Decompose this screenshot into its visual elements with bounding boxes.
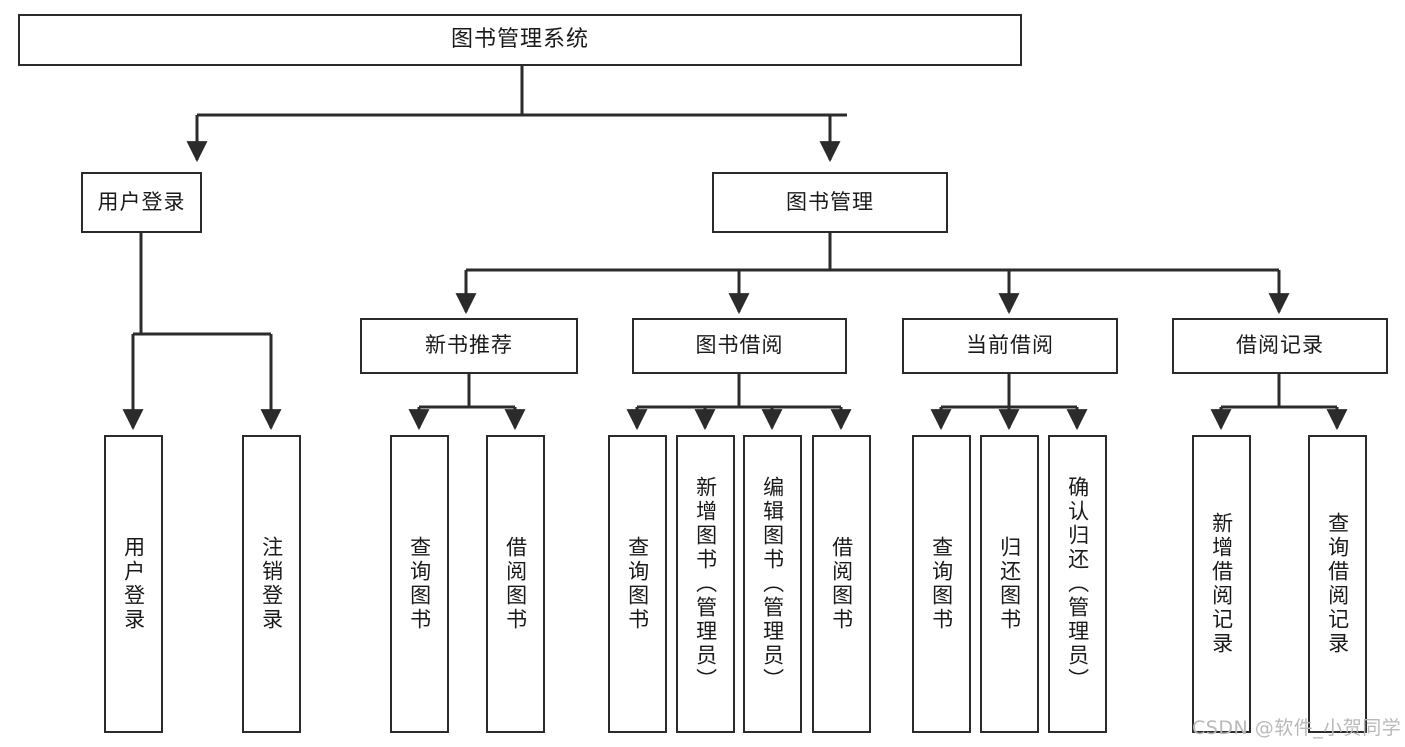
node-label: 图书借阅: [695, 333, 784, 358]
node-label: 查询图书: [407, 536, 432, 632]
node-new-book-recommend[interactable]: 新书推荐: [360, 318, 578, 374]
leaf-book-borrow-add-book-admin[interactable]: 新增图书（管理员）: [676, 435, 735, 733]
node-label: 编辑图书（管理员）: [760, 476, 785, 692]
leaf-current-borrow-return-book[interactable]: 归还图书: [980, 435, 1039, 733]
node-label: 用户登录: [97, 189, 186, 214]
node-label: 用户登录: [121, 536, 146, 632]
leaf-user-login-logout[interactable]: 注销登录: [242, 435, 301, 733]
csdn-watermark: CSDN @软件_小贺同学: [1192, 717, 1402, 739]
node-book-borrow[interactable]: 图书借阅: [632, 318, 847, 374]
leaf-borrow-record-add-record[interactable]: 新增借阅记录: [1192, 435, 1251, 733]
leaf-new-book-borrow-book[interactable]: 借阅图书: [486, 435, 545, 733]
node-label: 查询图书: [929, 536, 954, 632]
node-borrow-record[interactable]: 借阅记录: [1172, 318, 1388, 374]
leaf-book-borrow-borrow-book[interactable]: 借阅图书: [812, 435, 871, 733]
node-label: 图书管理: [786, 189, 874, 214]
node-label: 新增图书（管理员）: [693, 476, 718, 692]
node-label: 当前借阅: [966, 333, 1054, 358]
node-label: 查询借阅记录: [1325, 512, 1350, 656]
node-label: 图书管理系统: [450, 26, 589, 52]
leaf-book-borrow-query-book[interactable]: 查询图书: [608, 435, 667, 733]
leaf-book-borrow-edit-book-admin[interactable]: 编辑图书（管理员）: [743, 435, 802, 733]
node-root-book-management-system[interactable]: 图书管理系统: [18, 14, 1022, 66]
leaf-current-borrow-confirm-return-admin[interactable]: 确认归还（管理员）: [1048, 435, 1107, 733]
leaf-current-borrow-query-book[interactable]: 查询图书: [912, 435, 971, 733]
node-label: 新书推荐: [425, 333, 513, 358]
node-book-management[interactable]: 图书管理: [712, 172, 948, 233]
node-label: 借阅图书: [829, 536, 854, 632]
node-current-borrow[interactable]: 当前借阅: [902, 318, 1118, 374]
node-label: 确认归还（管理员）: [1065, 476, 1090, 692]
leaf-borrow-record-query-record[interactable]: 查询借阅记录: [1308, 435, 1367, 733]
node-label: 归还图书: [997, 536, 1022, 632]
node-user-login[interactable]: 用户登录: [81, 172, 202, 233]
node-label: 新增借阅记录: [1209, 512, 1234, 656]
node-label: 借阅图书: [503, 536, 528, 632]
leaf-new-book-query-book[interactable]: 查询图书: [390, 435, 449, 733]
node-label: 查询图书: [625, 536, 650, 632]
node-label: 注销登录: [259, 536, 284, 632]
node-label: 借阅记录: [1236, 333, 1324, 358]
leaf-user-login-login[interactable]: 用户登录: [104, 435, 163, 733]
